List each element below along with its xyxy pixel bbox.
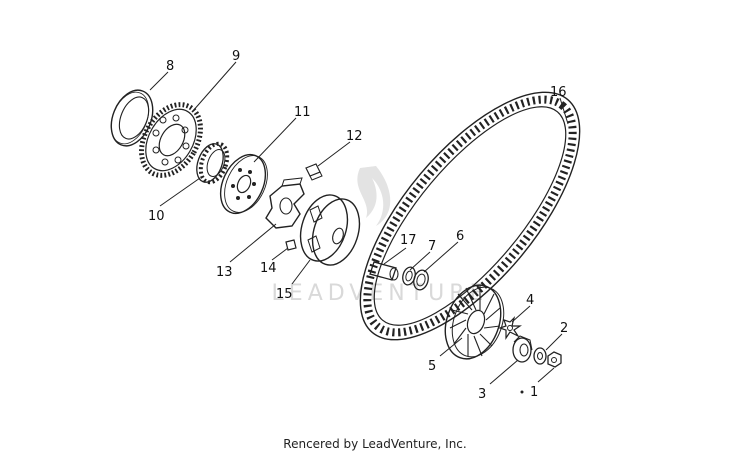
callout-12: 12 [346,129,363,144]
part-1-nut [547,351,562,368]
callout-14: 14 [260,261,277,276]
leader-lines [149,61,569,385]
callout-2: 2 [560,321,568,336]
part-3-hub [512,335,533,363]
part-2-washer [533,347,547,365]
callout-11: 11 [294,105,311,120]
callout-7: 7 [428,239,436,254]
callout-15: 15 [276,287,293,302]
callout-4: 4 [526,293,534,308]
part-12-slider [305,163,323,181]
credit-line: Rencered by LeadVenture, Inc. [283,437,467,451]
part-10-bearing [196,141,230,185]
part-9-ring-gear [139,102,203,178]
part-14-slider [285,239,297,251]
callout-16: 16 [550,85,567,100]
part-4-star-washer [498,316,522,340]
callout-10: 10 [148,209,165,224]
callout-17: 17 [400,233,417,248]
callout-9: 9 [232,49,240,64]
callout-8: 8 [166,59,174,74]
small-dot-icon [520,390,524,394]
part-13-ramp-plate [265,177,305,229]
callout-6: 6 [456,229,464,244]
part-11-plate [219,153,268,215]
callout-labels: 8 9 10 11 12 13 14 15 16 17 7 6 4 5 3 2 … [148,49,568,402]
watermark-text: LEADVENTURE [272,281,489,306]
watermark-logo: LEADVENTURE [272,166,489,306]
part-6-washer [413,269,429,291]
part-15-drive-face [299,194,361,266]
callout-1: 1 [530,385,538,400]
callout-5: 5 [428,359,436,374]
callout-3: 3 [478,387,486,402]
callout-13: 13 [216,265,233,280]
part-8-ring [110,89,154,147]
part-5-fan-face [444,284,505,360]
part-17-sleeve [369,261,399,281]
